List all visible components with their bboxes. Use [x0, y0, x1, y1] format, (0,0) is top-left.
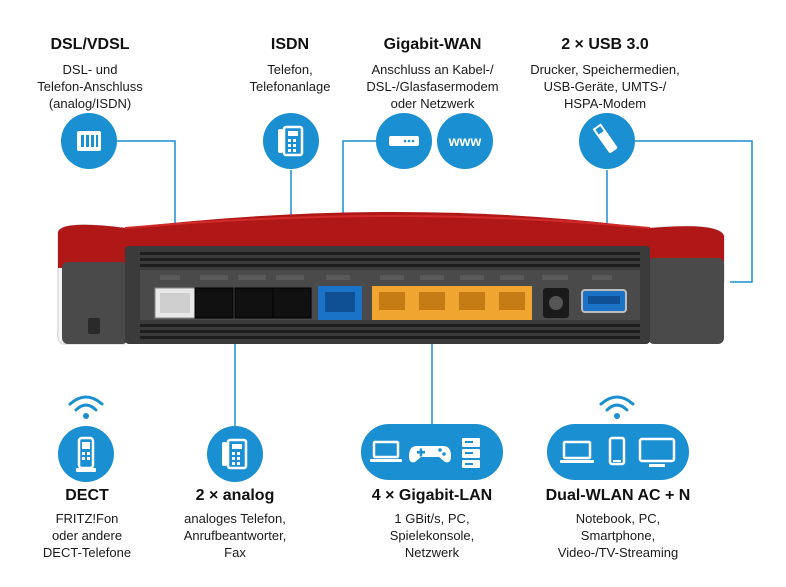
usb-stick-icon: [579, 113, 635, 169]
isdn-desc-line: Telefonanlage: [249, 79, 331, 94]
isdn-desc-line: Telefon,: [267, 62, 313, 77]
isdn-title: ISDN: [270, 36, 310, 53]
laptop-icon: [370, 440, 402, 462]
label-dsl: DSL/VDSL DSL- und Telefon-Anschluss (ana…: [15, 35, 165, 112]
wlan-description: Notebook, PC, Smartphone, Video-/TV-Stre…: [530, 510, 706, 561]
server-icon: [462, 438, 480, 468]
dsl-title: DSL/VDSL: [50, 36, 130, 53]
lan-title: 4 × Gigabit-LAN: [371, 487, 493, 504]
wlan-desc-line: Notebook, PC,: [575, 511, 661, 526]
label-wan: Gigabit-WAN Anschluss an Kabel-/ DSL-/Gl…: [350, 35, 515, 112]
gamepad-icon: [409, 446, 451, 463]
lan-desc-line: 1 GBit/s, PC,: [394, 511, 470, 526]
wan-desc-line: oder Netzwerk: [390, 96, 475, 111]
label-lan: 4 × Gigabit-LAN 1 GBit/s, PC, Spielekons…: [352, 486, 512, 561]
analog-desc-line: Fax: [224, 545, 246, 560]
lan-desc-line: Netzwerk: [404, 545, 460, 560]
cordless-phone-icon: [58, 426, 114, 482]
dect-desc-line: DECT-Telefone: [42, 545, 132, 560]
monitor-icon: [638, 437, 676, 467]
desk-phone-icon: [207, 426, 263, 482]
analog-description: analoges Telefon, Anrufbeantworter, Fax: [160, 510, 310, 561]
dsl-port-icon: [61, 113, 117, 169]
dect-description: FRITZ!Fon oder andere DECT-Telefone: [12, 510, 162, 561]
usb-title: 2 × USB 3.0: [561, 36, 649, 53]
dsl-desc-line: DSL- und: [62, 62, 118, 77]
desk-phone-icon: [263, 113, 319, 169]
dsl-desc-line: (analog/ISDN): [48, 96, 132, 111]
lan-description: 1 GBit/s, PC, Spielekonsole, Netzwerk: [352, 510, 512, 561]
dect-desc-line: oder andere: [51, 528, 123, 543]
label-usb: 2 × USB 3.0 Drucker, Speichermedien, USB…: [515, 35, 695, 112]
wan-title: Gigabit-WAN: [383, 36, 482, 53]
usb-desc-line: Drucker, Speichermedien,: [530, 62, 680, 77]
usb-desc-line: USB-Geräte, UMTS-/: [543, 79, 667, 94]
usb-description: Drucker, Speichermedien, USB-Geräte, UMT…: [515, 61, 695, 112]
wifi-icon: [599, 395, 635, 419]
analog-desc-line: Anrufbeantworter,: [183, 528, 287, 543]
wan-desc-line: DSL-/Glasfasermodem: [366, 79, 499, 94]
wan-desc-line: Anschluss an Kabel-/: [371, 62, 494, 77]
dsl-desc-line: Telefon-Anschluss: [37, 79, 143, 94]
connector-usb: [631, 140, 753, 283]
www-icon: www: [437, 113, 493, 169]
label-analog: 2 × analog analoges Telefon, Anrufbeantw…: [160, 486, 310, 561]
dect-desc-line: FRITZ!Fon: [55, 511, 119, 526]
analog-desc-line: analoges Telefon,: [184, 511, 286, 526]
wlan-desc-line: Smartphone,: [580, 528, 656, 543]
label-wlan: Dual-WLAN AC + N Notebook, PC, Smartphon…: [530, 486, 706, 561]
modem-icon: [376, 113, 432, 169]
wlan-title: Dual-WLAN AC + N: [545, 487, 691, 504]
dect-title: DECT: [65, 487, 109, 504]
laptop-icon: [560, 440, 594, 463]
analog-title: 2 × analog: [195, 487, 275, 504]
label-dect: DECT FRITZ!Fon oder andere DECT-Telefone: [12, 486, 162, 561]
dsl-description: DSL- und Telefon-Anschluss (analog/ISDN): [15, 61, 165, 112]
label-isdn: ISDN Telefon, Telefonanlage: [220, 35, 360, 95]
wifi-icon: [68, 395, 104, 419]
smartphone-icon: [608, 436, 626, 466]
wlan-devices-pill: [547, 424, 689, 480]
usb-desc-line: HSPA-Modem: [563, 96, 647, 111]
wan-description: Anschluss an Kabel-/ DSL-/Glasfasermodem…: [350, 61, 515, 112]
lan-devices-pill: [361, 424, 503, 480]
isdn-description: Telefon, Telefonanlage: [220, 61, 360, 95]
lan-desc-line: Spielekonsole,: [389, 528, 475, 543]
wlan-desc-line: Video-/TV-Streaming: [557, 545, 679, 560]
www-icon-text: www: [448, 133, 482, 149]
